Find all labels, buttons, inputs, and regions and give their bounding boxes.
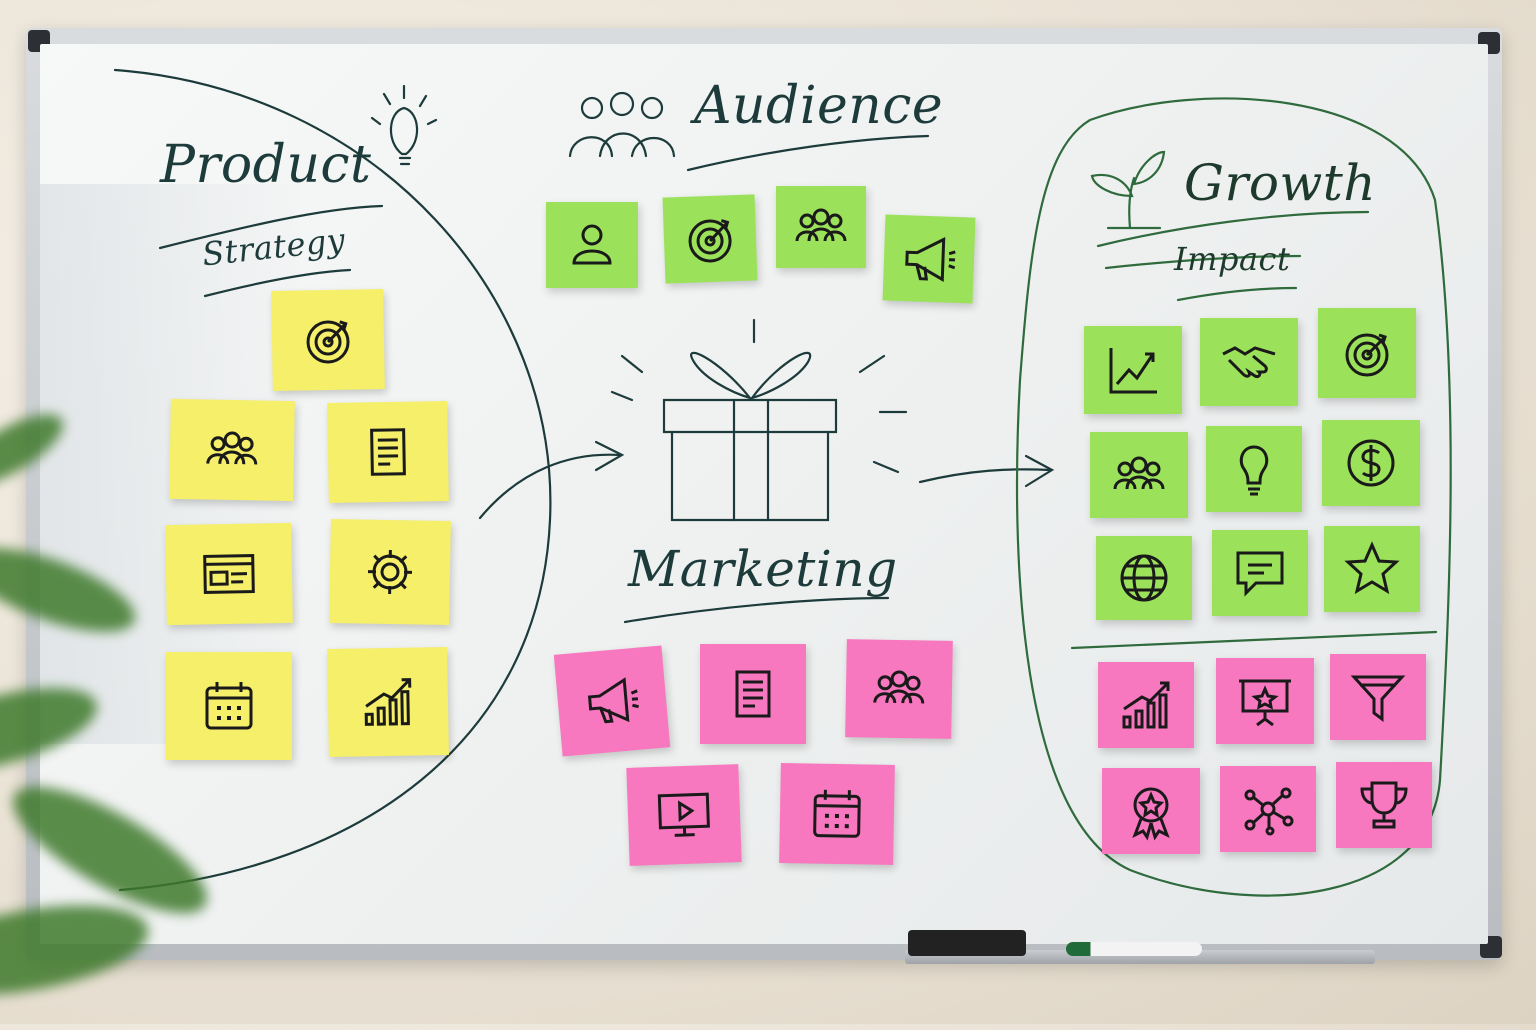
product-underline [158,204,384,250]
growth-title: Growth [1184,154,1377,212]
gear-icon [366,548,414,596]
lightbulb-doodle [370,84,438,166]
chat-icon [1236,551,1284,595]
note-calendar[interactable] [779,763,895,865]
bar-chart-up-icon [1122,681,1170,729]
trophy-icon [1360,781,1408,829]
arrow-right [918,468,1052,484]
note-lightbulb[interactable] [1206,426,1302,512]
note-target[interactable] [1318,308,1416,398]
star-icon [1346,543,1398,593]
presentation-icon [1237,679,1293,727]
note-document[interactable] [700,644,806,744]
arrow-left-head [594,440,625,472]
whiteboard-eraser[interactable] [908,930,1026,956]
globe-icon [1120,554,1168,602]
note-funnel[interactable] [1330,654,1426,740]
strategy-underline [203,268,352,298]
award-ribbon-icon [1133,787,1169,839]
note-browser-window[interactable] [165,522,293,626]
growth-divider [1070,630,1438,650]
people-icon [873,670,925,705]
note-video[interactable] [626,764,742,866]
green-marker[interactable] [1066,942,1202,956]
audience-underline [686,134,930,172]
bar-chart-up-icon [364,678,412,726]
note-megaphone[interactable] [882,214,976,304]
browser-window-icon [203,554,255,594]
funnel-icon [1352,675,1404,721]
note-dollar[interactable] [1322,420,1420,506]
audience-people-doodle [568,91,676,158]
note-people[interactable] [1090,432,1188,518]
gift-box-drawing [610,318,908,522]
note-bar-chart[interactable] [327,646,449,758]
note-calendar[interactable] [166,652,292,760]
impact-bottom-underline [1176,286,1298,302]
document-icon [735,670,771,718]
note-document[interactable] [327,400,449,504]
note-gear[interactable] [329,518,451,626]
product-title: Product [160,135,372,195]
note-handshake[interactable] [1200,318,1298,406]
note-people[interactable] [845,639,953,739]
people-icon [1113,456,1165,491]
note-trophy[interactable] [1336,762,1432,848]
document-icon [370,428,406,476]
arrow-right-head [1024,454,1055,488]
note-people[interactable] [169,398,295,502]
marketing-underline [623,596,890,624]
note-people[interactable] [776,186,866,268]
note-bar-chart[interactable] [1098,662,1194,748]
growth-region-outline [1015,97,1452,897]
marketing-title: Marketing [628,540,898,598]
lightbulb-icon [1239,445,1269,496]
note-network[interactable] [1220,766,1316,852]
note-globe[interactable] [1096,536,1192,620]
handshake-icon [1221,346,1277,379]
note-line-chart[interactable] [1084,326,1182,414]
network-icon [1244,787,1294,836]
note-star[interactable] [1324,526,1420,612]
arrow-left [478,453,622,520]
people-icon [206,431,258,466]
target-icon [687,218,733,264]
calendar-icon [205,680,253,730]
note-chat[interactable] [1212,530,1308,616]
target-icon [1345,333,1389,377]
note-presentation[interactable] [1216,658,1314,744]
impact-underline [1104,254,1302,270]
note-target[interactable] [662,194,758,284]
sprout-doodle [1090,150,1166,230]
growth-underline [1096,210,1370,248]
note-person[interactable] [546,202,638,288]
megaphone-icon [904,236,958,282]
person-icon [572,224,612,265]
note-megaphone[interactable] [553,645,671,757]
video-monitor-icon [657,792,711,838]
note-award[interactable] [1102,768,1200,854]
note-target[interactable] [271,289,385,391]
target-icon [306,320,350,364]
impact-subtitle: Impact [1174,240,1291,278]
megaphone-icon [586,677,642,725]
product-region-curve [113,68,552,892]
audience-title: Audience [694,76,944,136]
dollar-icon [1347,439,1395,487]
people-icon [795,208,847,243]
calendar-icon [812,787,862,839]
line-chart-icon [1109,346,1159,394]
